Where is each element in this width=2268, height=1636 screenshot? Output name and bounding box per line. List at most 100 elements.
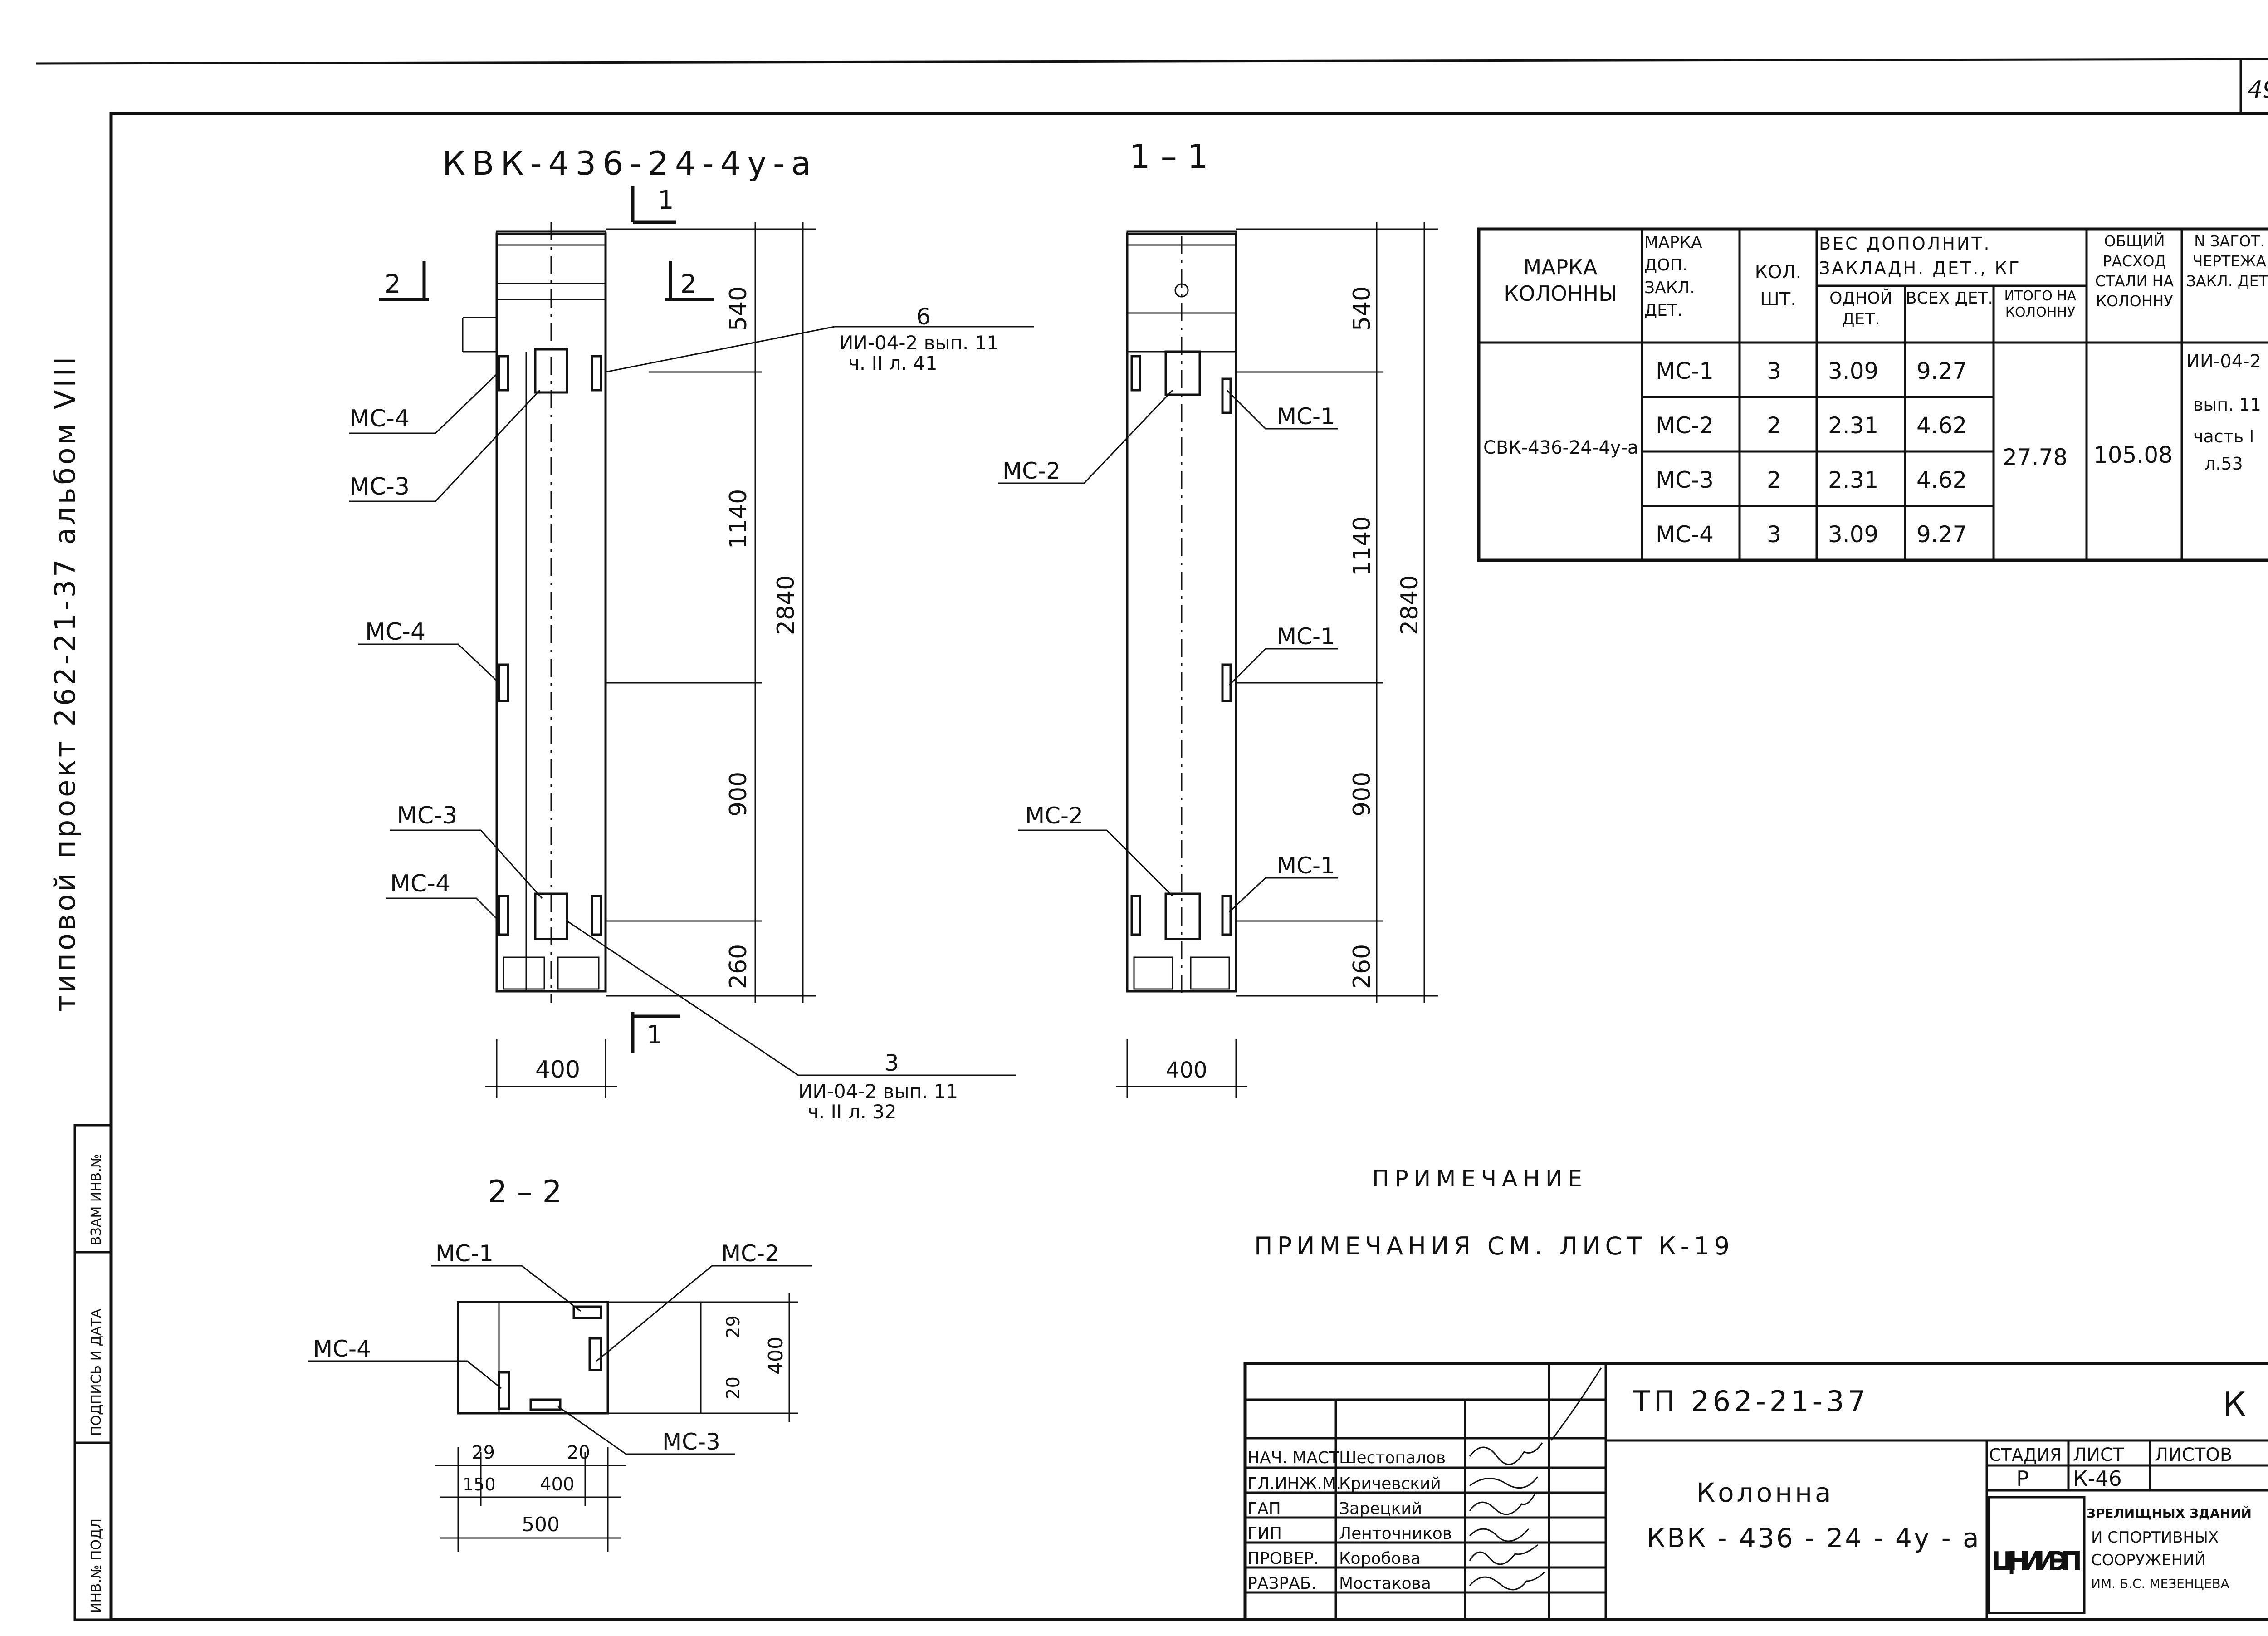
cell-part-r4: МС-4 [1656,521,1714,548]
sheet-title-line1: Колонна [1696,1477,1834,1508]
cell-steel: 105.08 [2093,442,2173,468]
elev-dim-2840: 2840 [772,575,800,635]
cell-all-r3: 4.62 [1916,467,1967,493]
cell-part-r2: МС-2 [1656,412,1714,439]
section-2-2-view: 2 – 2 МС-1 МС-2 МС-4 МС-3 29 20 150 400 … [308,1174,812,1552]
s11-dim-260: 260 [1349,944,1376,989]
cell-ref-line1: ИИ-04-2 [2186,351,2261,372]
page-number: 49 [2248,76,2268,103]
stage-value: Р [2016,1466,2029,1491]
org-line2: И СПОРТИВНЫХ [2091,1528,2219,1547]
elevation-title: КВК-436-24-4у-а [442,144,817,182]
staff-role-3: ГАП [1247,1499,1281,1518]
elev-dim-900: 900 [725,772,752,817]
th-qty: КОЛ. ШТ. [1755,262,1802,310]
s11-dim-900: 900 [1349,772,1376,817]
cell-part-r1: МС-1 [1656,358,1714,384]
cell-one-r1: 3.09 [1828,358,1878,384]
s11-dim-1140: 1140 [1349,516,1376,576]
elev-ref-bot-line2: ч. II л. 32 [807,1101,897,1123]
elev-ref-top-line2: ч. II л. 41 [848,352,938,374]
th-all: ВСЕХ ДЕТ. [1906,289,1993,308]
s22-dim-20-bot: 20 [567,1442,590,1463]
s22-label-mc2: МС-2 [721,1240,779,1267]
sheet-label: ЛИСТ [2073,1445,2124,1465]
parts-table: МАРКА КОЛОННЫ МАРКА ДОП. ЗАКЛ. ДЕТ. КОЛ.… [1477,227,2268,562]
cell-ref-line3: часть I [2193,426,2254,446]
elev-dim-1140: 1140 [725,489,752,549]
staff-name-2: Кричевский [1339,1474,1441,1493]
elevation-view: КВК-436-24-4у-а 1 1 2 2 [349,144,1034,1123]
album-label: типовой проект 262-21-37 альбом VIII [49,354,82,1012]
section-2-mark-right: 2 [680,269,697,299]
staff-name-3: Зарецкий [1339,1499,1422,1518]
staff-name-5: Коробова [1339,1549,1421,1568]
s22-dim-20-right: 20 [723,1376,744,1400]
cell-all-r2: 4.62 [1916,412,1967,439]
cell-ref-line2: вып. 11 [2193,395,2261,415]
th-steel: ОБЩИЙ РАСХОД СТАЛИ НА КОЛОННУ [2095,232,2174,310]
section-2-mark-left: 2 [385,269,401,299]
sheet-title-line2: КВК - 436 - 24 - 4у - а [1647,1523,1981,1553]
stamp-inv-podl: ИНВ.№ ПОДЛ [88,1518,104,1613]
org-logo: ЦНИИЭП [1991,1547,2082,1576]
s11-dim-400: 400 [1166,1058,1207,1083]
staff-role-6: РАЗРАБ. [1247,1574,1316,1593]
section-1-mark-bottom: 1 [646,1020,663,1050]
org-line4: ИМ. Б.С. МЕЗЕНЦЕВА [2091,1576,2229,1591]
th-one: ОДНОЙ ДЕТ. [1829,289,1892,328]
cell-qty-r2: 2 [1767,412,1781,439]
elev-label-mc3-bot: МС-3 [397,802,457,829]
project-code: ТП 262-21-37 [1633,1385,1869,1418]
elev-label-mc4-bot: МС-4 [390,870,450,897]
cell-one-r3: 2.31 [1828,467,1878,493]
stamp-sign-date: ПОДПИСЬ И ДАТА [88,1308,104,1436]
s22-dim-500: 500 [522,1513,560,1536]
section-2-2-title: 2 – 2 [488,1174,562,1210]
staff-role-4: ГИП [1247,1524,1282,1543]
s22-dim-400-right: 400 [764,1337,787,1375]
cell-one-r4: 3.09 [1828,521,1878,548]
elev-dim-260: 260 [725,944,752,989]
staff-role-2: ГЛ.ИНЖ.М. [1247,1474,1341,1493]
cell-all-r1: 9.27 [1916,358,1967,384]
s22-label-mc3: МС-3 [662,1429,720,1455]
th-total: ИТОГО НА КОЛОННУ [2004,288,2077,320]
note-block: ПРИМЕЧАНИЕ ПРИМЕЧАНИЯ СМ. ЛИСТ К-19 [1254,1166,1734,1260]
elev-label-mc4-mid: МС-4 [365,618,425,646]
staff-name-4: Ленточников [1339,1524,1452,1543]
staff-name-1: Шестопалов [1339,1449,1446,1467]
stage-label: СТАДИЯ [1989,1445,2062,1465]
cell-qty-r4: 3 [1767,521,1781,548]
section-1-1-title: 1 – 1 [1129,137,1208,176]
s22-label-mc4: МС-4 [313,1336,371,1362]
s11-dim-2840: 2840 [1396,575,1423,635]
elev-ref-top-line1: ИИ-04-2 вып. 11 [839,332,999,354]
s22-dim-29-right: 29 [723,1315,744,1338]
cell-total: 27.78 [2003,444,2068,470]
s11-dim-540: 540 [1349,286,1376,331]
th-ref: N ЗАГОТ. ЧЕРТЕЖА ЗАКЛ. ДЕТ. [2186,232,2268,290]
org-line1: ЗРЕЛИЩНЫХ ЗДАНИЙ [2087,1505,2252,1521]
cell-column-mark: СВК-436-24-4у-а [1483,437,1638,458]
elev-ref-bot-line1: ИИ-04-2 вып. 11 [798,1080,958,1102]
staff-role-1: НАЧ. МАСТ [1247,1449,1339,1467]
note-text: ПРИМЕЧАНИЯ СМ. ЛИСТ К-19 [1254,1232,1734,1260]
cell-one-r2: 2.31 [1828,412,1878,439]
staff-role-5: ПРОВЕР. [1247,1549,1319,1568]
signatures [1469,1367,1602,1591]
sheet-frame [36,58,2268,1621]
cell-part-r3: МС-3 [1656,467,1714,493]
s11-label-mc1-top: МС-1 [1277,403,1335,430]
elev-label-mc4-top: МС-4 [349,405,410,432]
sheets-label: ЛИСТОВ [2155,1445,2232,1465]
side-strip: типовой проект 262-21-37 альбом VIII ВЗА… [49,354,112,1621]
org-line3: СООРУЖЕНИЙ [2091,1551,2206,1569]
elev-dim-400: 400 [535,1056,580,1083]
s11-label-mc2-top: МС-2 [1002,458,1061,484]
elev-dim-540: 540 [725,286,752,331]
th-part: МАРКА ДОП. ЗАКЛ. ДЕТ. [1644,233,1702,320]
stage-letter: К [2223,1385,2246,1423]
cell-all-r4: 9.27 [1916,521,1967,548]
